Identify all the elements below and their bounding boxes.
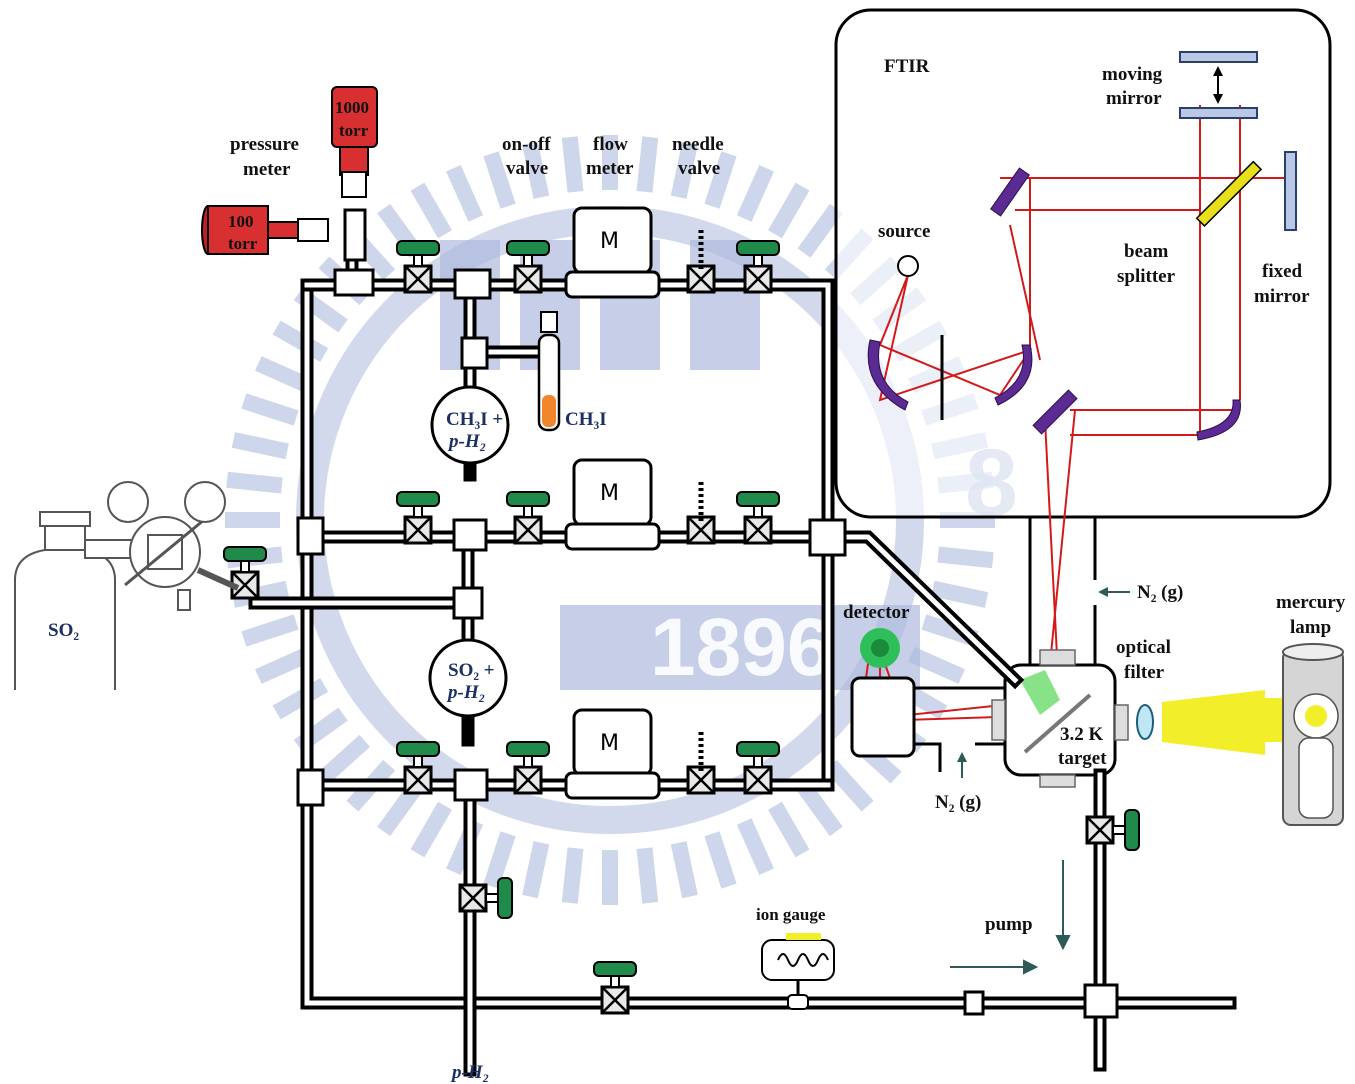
moving-mirror-bottom [1180,108,1257,118]
watermark-tick [679,843,690,897]
watermark-year: 1896 [650,602,832,693]
ion-gauge-label: ion gauge [756,905,826,924]
ph2-inlet-label: p-H₂ [450,1062,489,1083]
watermark-tick [277,328,325,356]
flow-meter-label-1: flow [593,134,628,155]
svg-text:torr: torr [339,121,369,140]
flow-meter-2-symbol: M [600,481,619,506]
gauge-100-torr: 100 torr [202,206,328,254]
watermark-tick [244,622,296,639]
fixed-mirror-label-1: fixed [1262,261,1303,282]
optical-filter-label-2: filter [1124,662,1165,683]
so2-cylinder-label: SO₂ [48,620,79,641]
watermark-tick [933,589,987,600]
svg-text:p-H₂: p-H₂ [447,431,486,452]
watermark-tick [227,480,282,486]
watermark-tick [744,821,766,871]
on-off-valve-label-2: valve [506,158,548,179]
flow-meter-2: M [566,460,659,549]
moving-mirror-top [1180,52,1257,62]
watermark-tick [418,806,446,854]
mercury-lamp-label-2: lamp [1290,617,1331,638]
n2-top-label: N₂ (g) [1137,582,1183,603]
flow-meter-label-2: meter [586,158,634,179]
target-label-2: target [1058,748,1107,769]
beam-splitter-label-1: beam [1124,241,1169,262]
watermark-tick [831,765,868,806]
moving-mirror-label-2: mirror [1106,88,1162,109]
detector-housing [852,678,914,756]
watermark-tick [453,168,475,218]
pump-label: pump [985,914,1033,935]
watermark-tick [324,741,365,778]
so2-cylinder: SO₂ [15,512,135,690]
detector-label: detector [843,602,910,623]
watermark-tick [775,187,803,235]
watermark-tick [804,787,836,831]
ph2-inlet-valve [460,878,512,918]
so2-bulb: SO₂ + p-H₂ [430,640,506,716]
ch3i-sample-label: CH₃I [565,409,607,430]
watermark-tick [244,401,296,418]
optical-filter [1137,705,1153,739]
ch3i-bulb: CH₃I + p-H₂ [432,387,508,463]
mercury-lamp-label-1: mercury [1276,592,1346,613]
pressure-meter-label-2: meter [243,159,291,180]
pressure-meter-label-1: pressure [230,134,299,155]
needle-valve-row1 [688,266,714,292]
watermark-tick [804,209,836,253]
svg-text:100: 100 [228,212,254,231]
watermark-tick [530,843,541,897]
gauge-1000-torr: 1000 torr [332,87,377,197]
flow-meter-1: M [566,208,659,297]
needle-valve-label-2: valve [678,158,720,179]
svg-text:p-H₂: p-H₂ [446,682,485,703]
beam-splitter-label-2: splitter [1117,266,1176,287]
svg-text:SO₂ +: SO₂ + [448,660,495,681]
ir-source [898,256,918,276]
n2-bottom-label: N₂ (g) [935,792,981,813]
ion-gauge: ion gauge [756,905,834,1009]
watermark-tick [570,137,576,192]
svg-text:CH₃I +: CH₃I + [446,409,503,430]
moving-mirror-label-1: moving [1102,64,1163,85]
lamp-bulb [1305,705,1327,727]
lamp-beam [1162,690,1265,755]
svg-text:1000: 1000 [335,98,369,117]
watermark-tick [644,137,650,192]
source-label: source [878,221,930,242]
optical-filter-label-1: optical [1116,637,1171,658]
ftir-label: FTIR [884,56,930,77]
flow-meter-3-symbol: M [600,731,619,756]
watermark-tick [775,806,803,854]
pump-gate-valve [1087,810,1139,850]
watermark-tick [570,848,576,903]
flow-meter-1-symbol: M [600,229,619,254]
watermark-tick [233,440,287,451]
watermark-tick [644,848,650,903]
fixed-mirror-label-2: mirror [1254,286,1310,307]
watermark-tick [712,834,729,886]
watermark-tick [938,554,993,560]
watermark-tick [744,168,766,218]
target-label-1: 3.2 K [1060,724,1104,745]
svg-text:torr: torr [228,234,258,253]
flow-meter-3: M [566,710,659,798]
watermark-tick [277,685,325,713]
on-off-valve-label-1: on-off [502,134,551,155]
fixed-mirror [1285,152,1296,230]
watermark-tick [418,187,446,235]
needle-valve-label-1: needle [672,134,724,155]
